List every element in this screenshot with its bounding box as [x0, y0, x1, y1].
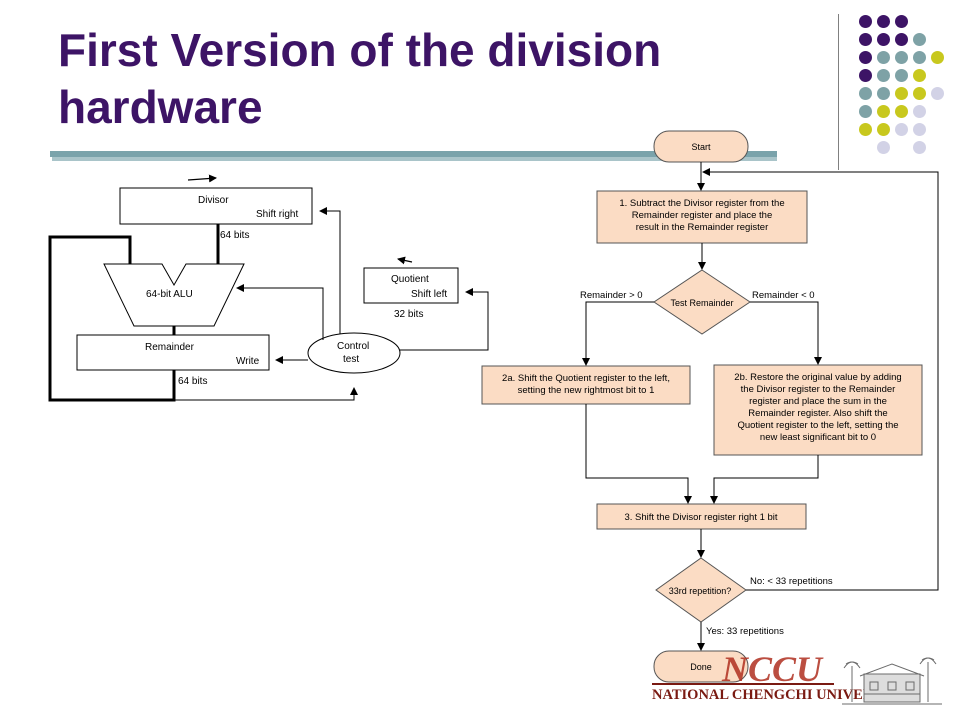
dot — [913, 33, 926, 46]
test-remainder-label: Test Remainder — [670, 298, 733, 308]
yes-branch-label: Yes: 33 repetitions — [706, 626, 784, 637]
step2b-line6: new least significant bit to 0 — [760, 432, 876, 443]
dot — [913, 141, 926, 154]
branch-lt-label: Remainder < 0 — [752, 290, 815, 301]
dot — [895, 123, 908, 136]
dot — [877, 141, 890, 154]
quotient-action: Shift left — [411, 289, 447, 300]
dot — [859, 105, 872, 118]
step1-box — [596, 190, 808, 244]
remainder-to-control-wire — [173, 380, 358, 401]
dot — [877, 87, 890, 100]
quotient-shift-arrow — [397, 256, 413, 265]
dot — [877, 69, 890, 82]
hardware-diagram: Divisor Shift right 64 bits 64-bit ALU R… — [48, 174, 489, 402]
dot — [895, 105, 908, 118]
step1-line3: result in the Remainder register — [636, 222, 769, 233]
step2b-to-step3 — [710, 455, 819, 504]
dot — [931, 51, 944, 64]
quotient-register — [363, 267, 459, 304]
branch-ge-label: Remainder > 0 — [580, 290, 643, 301]
repetition-label: 33rd repetition? — [669, 586, 732, 596]
step2b-line2: the Divisor register to the Remainder — [741, 384, 896, 395]
control-to-alu-wire — [236, 284, 324, 340]
slide-title: First Version of the division hardware — [58, 24, 662, 133]
dot — [859, 15, 872, 28]
step2b-box — [713, 364, 923, 456]
building-illustration — [842, 657, 942, 705]
divisor-shift-arrow — [187, 174, 217, 183]
done-label: Done — [690, 662, 712, 672]
dot — [859, 69, 872, 82]
step2b-line3: register and place the sum in the — [749, 396, 887, 407]
dot — [877, 105, 890, 118]
dot — [877, 33, 890, 46]
title-underline — [50, 151, 777, 157]
test-to-step2b — [750, 301, 822, 365]
divisor-label: Divisor — [198, 195, 229, 206]
divisor-register — [119, 187, 313, 225]
logo-script: NCCU — [722, 649, 823, 689]
step2a-box — [481, 365, 691, 405]
alu-label: 64-bit ALU — [146, 289, 193, 300]
quotient-label: Quotient — [391, 274, 429, 285]
logo-bar — [652, 683, 834, 685]
no-loop-back — [702, 168, 939, 591]
dot — [913, 123, 926, 136]
dot — [895, 15, 908, 28]
dot — [931, 87, 944, 100]
dot — [877, 51, 890, 64]
dot — [913, 105, 926, 118]
dot — [877, 15, 890, 28]
quotient-bits: 32 bits — [394, 309, 423, 320]
dot — [913, 69, 926, 82]
university-name: NATIONAL CHENGCHI UNIVERSITY — [652, 687, 908, 703]
remainder-action: Write — [236, 356, 260, 367]
control-test — [307, 332, 401, 374]
remainder-bits: 64 bits — [178, 376, 207, 387]
step1-line2: Remainder register and place the — [632, 210, 772, 221]
remainder-label: Remainder — [145, 342, 195, 353]
step2b-line4: Remainder register. Also shift the — [748, 408, 887, 419]
dot — [859, 33, 872, 46]
step1-line1: 1. Subtract the Divisor register from th… — [619, 198, 784, 209]
alu — [103, 263, 245, 327]
step3-box — [596, 503, 807, 530]
step2b-line1: 2b. Restore the original value by adding — [734, 372, 901, 383]
flowchart: Start 1. Subtract the Divisor register f… — [481, 130, 939, 683]
control-label-line1: Control — [337, 341, 369, 352]
step2a-line2: setting the new rightmost bit to 1 — [518, 385, 655, 396]
step2a-line1: 2a. Shift the Quotient register to the l… — [502, 373, 670, 384]
vertical-divider — [838, 14, 839, 170]
remainder-register — [76, 334, 270, 371]
control-to-quotient-wire — [400, 288, 489, 351]
start-label: Start — [691, 142, 711, 152]
dot — [859, 123, 872, 136]
control-to-divisor-wire — [319, 207, 341, 334]
dot — [895, 69, 908, 82]
divisor-action: Shift right — [256, 209, 298, 220]
test-remainder-decision — [653, 269, 751, 335]
dot — [859, 87, 872, 100]
dot — [877, 123, 890, 136]
dot — [913, 51, 926, 64]
title-underline-shadow — [52, 157, 777, 161]
no-branch-label: No: < 33 repetitions — [750, 576, 833, 587]
done-terminal — [653, 650, 749, 683]
dot — [895, 33, 908, 46]
step2a-to-step3 — [585, 404, 692, 504]
divisor-bits: 64 bits — [220, 230, 249, 241]
step2b-line5: Quotient register to the left, setting t… — [737, 420, 898, 431]
dot — [913, 87, 926, 100]
dot — [895, 87, 908, 100]
university-logo: NCCU NATIONAL CHENGCHI UNIVERSITY — [652, 649, 952, 712]
test-to-step2a — [582, 301, 654, 366]
step3-label: 3. Shift the Divisor register right 1 bi… — [624, 512, 777, 523]
control-label-line2: test — [343, 354, 359, 365]
dot — [895, 51, 908, 64]
dot — [859, 51, 872, 64]
